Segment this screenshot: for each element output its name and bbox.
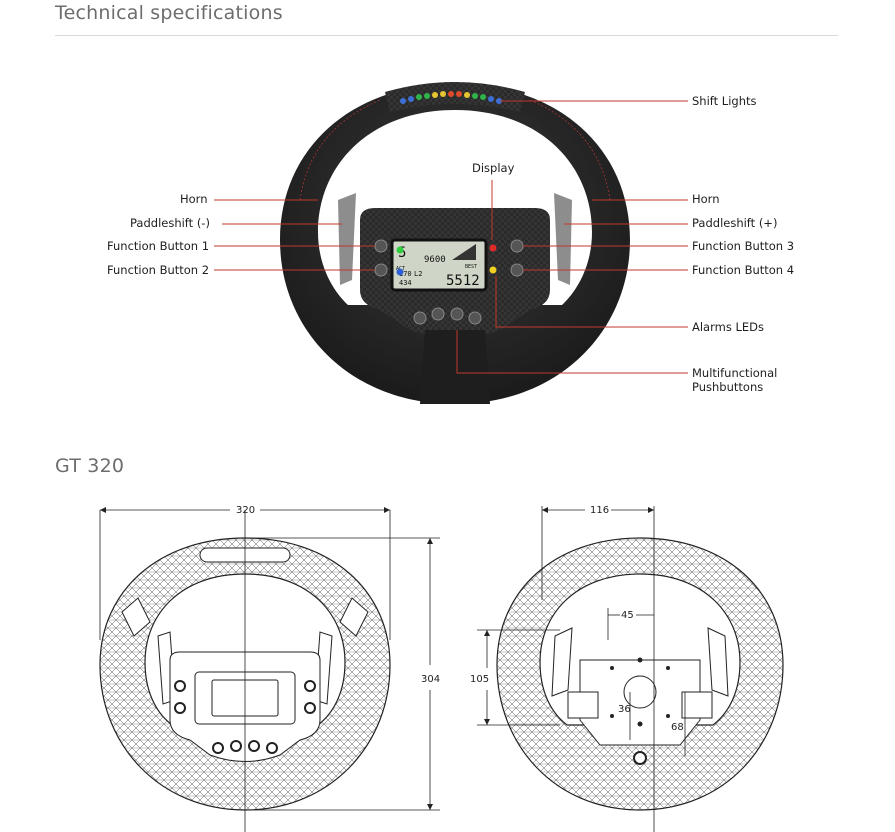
paddle-right	[554, 193, 572, 285]
dim-hub-a: 36	[618, 704, 631, 715]
callout-display: Display	[472, 161, 515, 175]
led-red	[489, 244, 497, 252]
callout-paddle-plus: Paddleshift (+)	[692, 216, 778, 230]
title-divider	[55, 35, 838, 36]
display-speed: 170	[399, 270, 412, 278]
function-button-4	[510, 263, 524, 277]
display-best-time: 5512	[446, 273, 480, 289]
callout-multifunctional: Multifunctional Pushbuttons	[692, 366, 777, 394]
callout-shift-lights: Shift Lights	[692, 94, 757, 108]
shift-lights	[400, 91, 502, 104]
page-title: Technical specifications	[55, 2, 283, 24]
display-gear: 5	[398, 245, 406, 261]
display-lap: L2	[414, 270, 422, 278]
function-button-2	[374, 263, 388, 277]
callout-multi-line2: Pushbuttons	[692, 380, 764, 394]
led-blue	[396, 268, 404, 276]
display-screen	[390, 238, 488, 292]
function-button-3	[510, 239, 524, 253]
dim-mount-height: 105	[470, 674, 489, 685]
display-fuel: 434	[399, 279, 412, 287]
callout-alarms-leds: Alarms LEDs	[692, 320, 765, 334]
display-best-label: BEST	[465, 264, 477, 270]
rear-view-drawing	[496, 537, 784, 811]
dim-hub-b: 68	[671, 722, 684, 733]
callout-function-button-1: Function Button 1	[107, 239, 210, 253]
function-button-1	[374, 239, 388, 253]
display-rpm: 9600	[424, 255, 446, 265]
callout-lines	[214, 100, 688, 374]
steering-wheel-photo: 5 9600 ACT 170 L2 BEST 434 5512	[280, 82, 630, 404]
dim-depth: 116	[590, 505, 609, 516]
front-view-drawing	[99, 537, 391, 811]
callout-paddle-minus: Paddleshift (-)	[130, 216, 210, 230]
callout-function-button-3: Function Button 3	[692, 239, 795, 253]
dim-hole-spacing: 45	[621, 610, 634, 621]
wheel-callout-diagram: 5 9600 ACT 170 L2 BEST 434 5512	[214, 82, 688, 404]
led-yellow	[489, 266, 497, 274]
callout-function-button-4: Function Button 4	[692, 263, 795, 277]
callout-multi-line1: Multifunctional	[692, 366, 778, 380]
led-green	[396, 246, 404, 254]
model-title: GT 320	[55, 455, 125, 477]
paddle-left	[338, 193, 356, 285]
dim-height: 304	[421, 674, 440, 685]
callout-function-button-2: Function Button 2	[107, 263, 210, 277]
dim-width: 320	[236, 505, 255, 516]
callout-horn-left: Horn	[180, 192, 208, 206]
callout-horn-right: Horn	[692, 192, 720, 206]
